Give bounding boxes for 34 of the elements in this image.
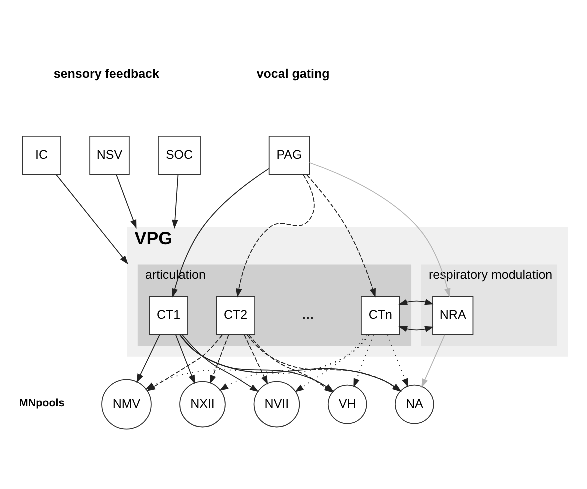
arrow bbox=[210, 334, 230, 384]
node-box: CTn bbox=[361, 296, 400, 336]
arrow bbox=[182, 334, 259, 392]
arrow bbox=[116, 174, 137, 229]
node-box: PAG bbox=[268, 136, 310, 176]
label: MNpools bbox=[19, 397, 65, 410]
node-box: CT1 bbox=[149, 296, 188, 336]
arrow bbox=[172, 174, 179, 230]
arrow bbox=[354, 334, 374, 388]
label: sensory feedback bbox=[54, 67, 160, 82]
node-circle: NMV bbox=[102, 379, 152, 430]
label: vocal gating bbox=[256, 67, 330, 82]
arrow bbox=[306, 174, 376, 298]
arrow bbox=[176, 334, 196, 384]
arrow bbox=[146, 334, 370, 390]
node-circle: NXII bbox=[180, 381, 226, 428]
node-box: IC bbox=[22, 136, 62, 176]
arrow bbox=[236, 174, 315, 298]
arrow bbox=[398, 299, 434, 332]
arrow bbox=[309, 162, 451, 298]
node-circle: NVII bbox=[254, 381, 300, 428]
node-circle: VH bbox=[328, 384, 368, 424]
arrow bbox=[172, 168, 270, 298]
node-box: NSV bbox=[90, 136, 130, 176]
node-circle: NA bbox=[394, 384, 434, 424]
arrow bbox=[56, 174, 128, 265]
arrow bbox=[136, 334, 160, 384]
arrow bbox=[422, 334, 446, 388]
arrow bbox=[387, 334, 408, 388]
node-box: SOC bbox=[158, 136, 201, 176]
node-box: CT2 bbox=[216, 296, 256, 336]
arrow bbox=[244, 334, 268, 385]
node-box: NRA bbox=[432, 296, 474, 336]
label: ... bbox=[302, 307, 314, 324]
